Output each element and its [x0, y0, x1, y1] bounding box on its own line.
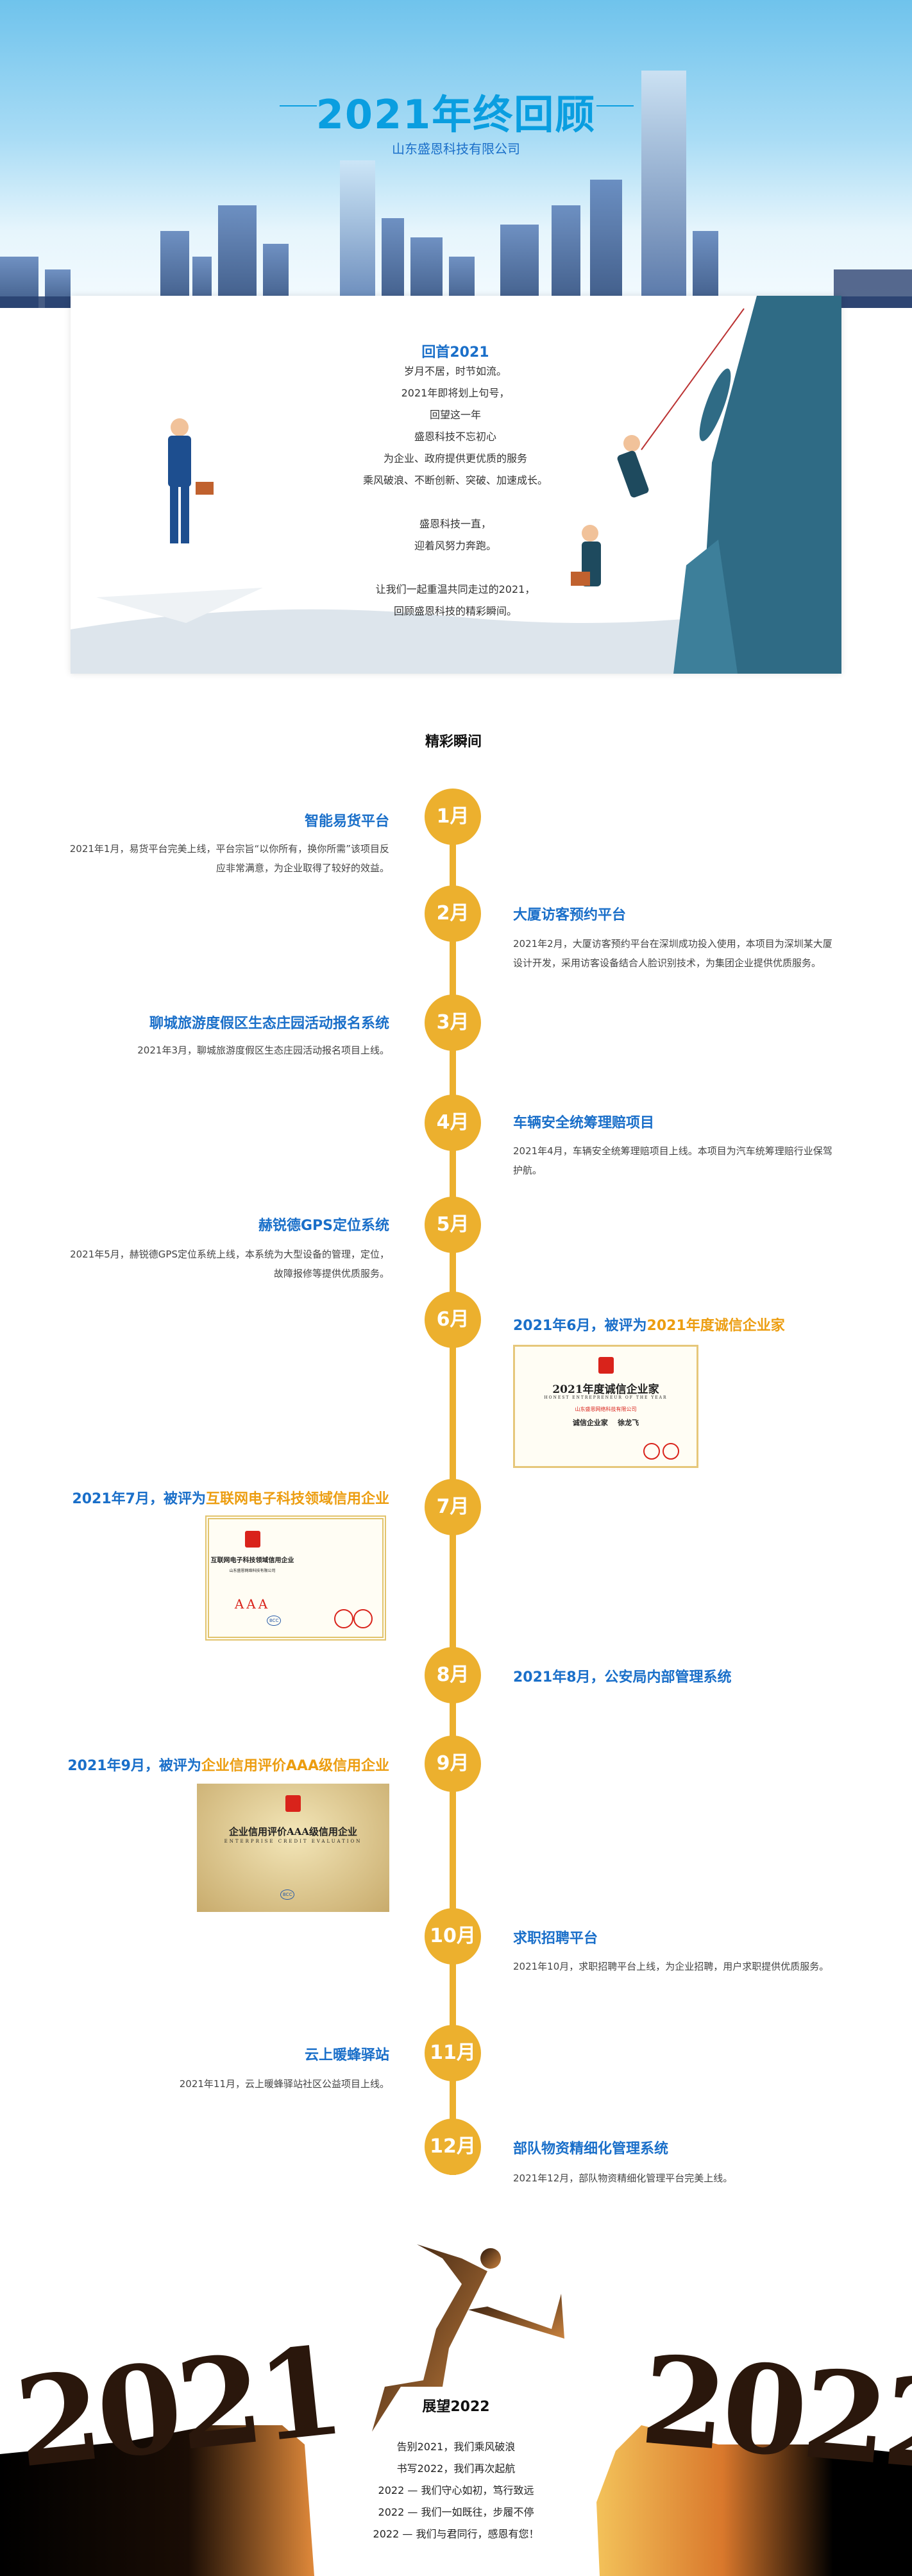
month-marker: 11月: [425, 2025, 481, 2081]
intro-line: 回顾盛恩科技的精彩瞬间。: [393, 605, 517, 617]
credit-seal-icon: [285, 1795, 301, 1812]
intro-line: 盛恩科技一直，: [419, 518, 491, 530]
month-marker: 2月: [425, 885, 481, 942]
event-title: 2021年7月，被评为互联网电子科技领域信用企业: [72, 1491, 389, 1507]
intro-line: 回望这一年: [429, 409, 481, 421]
intro-line: 岁月不居，时节如流。: [403, 365, 507, 377]
outlook-line: 2022 — 我们与君同行，感恩有您！: [373, 2528, 539, 2540]
intro-line: 为企业、政府提供更优质的服务: [383, 452, 527, 465]
month-marker: 12月: [425, 2119, 481, 2175]
certificate-image: 互联网电子科技领域信用企业 山东盛恩网络科技有限公司 AAA BCC: [205, 1515, 386, 1641]
month-marker: 4月: [425, 1095, 481, 1151]
event-body: 2021年2月，大厦访客预约平台在深圳成功投入使用，本项目为深圳某大厦设计开发，…: [513, 938, 832, 969]
standing-man-icon: [168, 418, 214, 543]
intro-line: 盛恩科技不忘初心: [414, 431, 496, 443]
month-marker: 3月: [425, 994, 481, 1051]
month-marker: 9月: [425, 1736, 481, 1792]
credit-seal-icon: [244, 1531, 260, 1548]
intro-line: 2021年即将划上句号，: [401, 387, 510, 399]
month-marker: 7月: [425, 1479, 481, 1535]
intro-line: 让我们一起重温共同走过的2021，: [375, 583, 536, 595]
event-title: 2021年9月，被评为企业信用评价AAA级信用企业: [67, 1758, 389, 1774]
event-body: 2021年4月，车辆安全统筹理赔项目上线。本项目为汽车统筹理赔行业保驾护航。: [513, 1145, 832, 1176]
outlook-line: 书写2022，我们再次起航: [396, 2462, 516, 2475]
outlook-line: 2022 — 我们一如既往，步履不停: [378, 2506, 534, 2518]
event-body: 2021年12月，部队物资精细化管理平台完美上线。: [513, 2172, 733, 2184]
event-body: 2021年3月，聊城旅游度假区生态庄园活动报名项目上线。: [137, 1045, 389, 1056]
event-title: 聊城旅游度假区生态庄园活动报名系统: [149, 1016, 389, 1032]
stamp-icon: [334, 1609, 353, 1628]
certificate-image: 企业信用评价AAA级信用企业 ENTERPRISE CREDIT EVALUAT…: [197, 1784, 389, 1912]
intro-line: 乘风破浪、不断创新、突破、加速成长。: [362, 474, 548, 486]
month-marker: 1月: [425, 789, 481, 845]
event-title: 大厦访客预约平台: [513, 907, 627, 923]
event-title: 求职招聘平台: [513, 1931, 598, 1947]
event-title: 2021年6月，被评为2021年度诚信企业家: [513, 1318, 785, 1334]
outlook-illustration: [0, 2244, 912, 2576]
header-banner: [0, 0, 912, 308]
moments-heading: 精彩瞬间: [425, 734, 482, 750]
company-name: 山东盛恩科技有限公司: [392, 141, 520, 157]
stamp-icon: [643, 1443, 660, 1460]
intro-heading: 回首2021: [421, 345, 489, 361]
event-body: 2021年11月，云上暖蜂驿站社区公益项目上线。: [179, 2078, 389, 2090]
bcc-logo: BCC: [280, 1889, 295, 1900]
certificate-image: 2021年度诚信企业家 HONEST ENTREPRENEUR OF THE Y…: [513, 1345, 698, 1468]
month-marker: 5月: [425, 1197, 481, 1253]
event-body: 2021年5月，赫锐德GPS定位系统上线，本系统为大型设备的管理，定位，故障报修…: [70, 1249, 389, 1279]
outlook-line: 告别2021，我们乘风破浪: [396, 2441, 516, 2453]
month-marker: 6月: [425, 1292, 481, 1348]
page-title: 2021年终回顾: [316, 91, 596, 138]
event-title: 部队物资精细化管理系统: [513, 2141, 669, 2157]
event-title: 车辆安全统筹理赔项目: [513, 1115, 655, 1131]
outlook-heading: 展望2022: [422, 2399, 490, 2415]
jumping-man-icon: [372, 2244, 564, 2432]
credit-seal-icon: [598, 1357, 614, 1374]
stamp-icon: [663, 1443, 679, 1460]
event-title: 2021年8月，公安局内部管理系统: [513, 1669, 732, 1685]
title-divider-right: [596, 105, 634, 107]
event-title: 赫锐德GPS定位系统: [258, 1218, 389, 1234]
intro-card: 回首2021 岁月不居，时节如流。 2021年即将划上句号， 回望这一年 盛恩科…: [71, 296, 841, 674]
climbers-icon: [571, 435, 649, 586]
stamp-icon: [353, 1609, 373, 1628]
month-marker: 10月: [425, 1908, 481, 1965]
bcc-logo: BCC: [267, 1616, 282, 1626]
event-body: 2021年10月，求职招聘平台上线，为企业招聘，用户求职提供优质服务。: [513, 1961, 829, 1972]
outlook-line: 2022 — 我们守心如初，笃行致远: [378, 2484, 534, 2496]
event-title: 云上暖蜂驿站: [304, 2047, 389, 2063]
intro-line: 迎着风努力奔跑。: [414, 540, 496, 552]
month-marker: 8月: [425, 1647, 481, 1703]
event-title: 智能易货平台: [304, 814, 389, 830]
intro-illustration: [71, 296, 841, 674]
title-divider-left: [280, 105, 317, 107]
event-body: 2021年1月，易货平台完美上线，平台宗旨“以你所有，换你所需”该项目反应非常满…: [69, 843, 389, 874]
